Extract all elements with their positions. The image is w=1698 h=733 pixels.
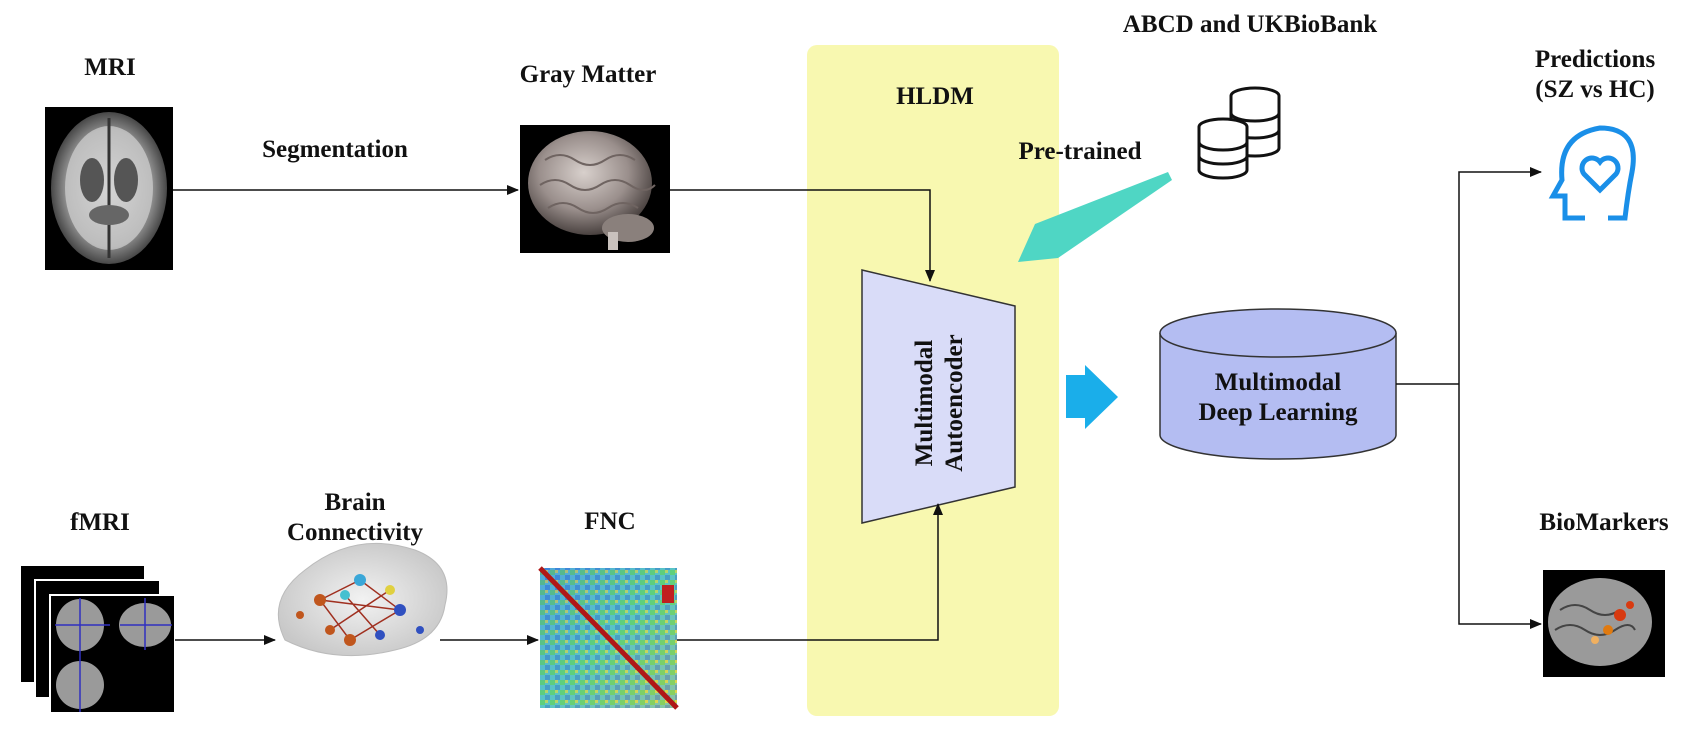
deep-learning-label-line-2: Deep Learning bbox=[1198, 399, 1358, 426]
database-stack-icon bbox=[1197, 86, 1281, 180]
predictions-label-line-1: Predictions bbox=[1534, 46, 1656, 73]
biomarkers-brain-image bbox=[1543, 570, 1665, 677]
fmri-image-stack bbox=[19, 564, 176, 714]
brain-connectivity-label: Brain Connectivity bbox=[255, 488, 455, 548]
predictions-label: Predictions (SZ vs HC) bbox=[1500, 45, 1690, 105]
to-predictions-arrow bbox=[1458, 167, 1542, 384]
hldm-label: HLDM bbox=[896, 83, 974, 110]
fnc-matrix-image bbox=[538, 566, 679, 710]
fmri-label: fMRI bbox=[70, 509, 130, 536]
gray-matter-label: Gray Matter bbox=[519, 61, 657, 88]
pretrained-label: Pre-trained bbox=[1018, 138, 1142, 165]
fnc-label: FNC bbox=[584, 508, 636, 535]
autoencoder-label: Multimodal Autoencoder bbox=[910, 298, 970, 508]
prediction-head-icon bbox=[1548, 125, 1636, 221]
segmentation-label: Segmentation bbox=[262, 136, 408, 163]
brain-connectivity-label-line-2: Connectivity bbox=[286, 519, 424, 546]
predictions-label-line-2: (SZ vs HC) bbox=[1535, 76, 1655, 103]
gray-matter-brain-image bbox=[520, 125, 670, 253]
gray-matter-to-autoencoder-arrow bbox=[670, 189, 935, 282]
brain-connectivity-image bbox=[277, 542, 448, 657]
biomarkers-label: BioMarkers bbox=[1539, 509, 1669, 536]
multimodal-deep-learning-database bbox=[1159, 308, 1397, 460]
mri-image bbox=[45, 107, 173, 270]
to-biomarkers-arrow bbox=[1458, 384, 1542, 629]
deep-learning-label: Multimodal Deep Learning bbox=[1160, 368, 1396, 428]
pretrained-arrow bbox=[1018, 172, 1172, 262]
deep-learning-label-line-1: Multimodal bbox=[1214, 369, 1342, 396]
autoencoder-to-deep-learning-arrow bbox=[1066, 365, 1118, 429]
brain-connectivity-label-line-1: Brain bbox=[324, 489, 386, 516]
multimodal-autoencoder-block bbox=[861, 269, 1016, 524]
abcd-ukbiobank-label: ABCD and UKBioBank bbox=[1122, 11, 1378, 38]
fnc-to-autoencoder-arrow bbox=[677, 503, 943, 641]
mri-label: MRI bbox=[84, 54, 136, 81]
autoencoder-label-line-1: Multimodal bbox=[911, 339, 938, 467]
autoencoder-label-line-2: Autoencoder bbox=[941, 334, 968, 472]
